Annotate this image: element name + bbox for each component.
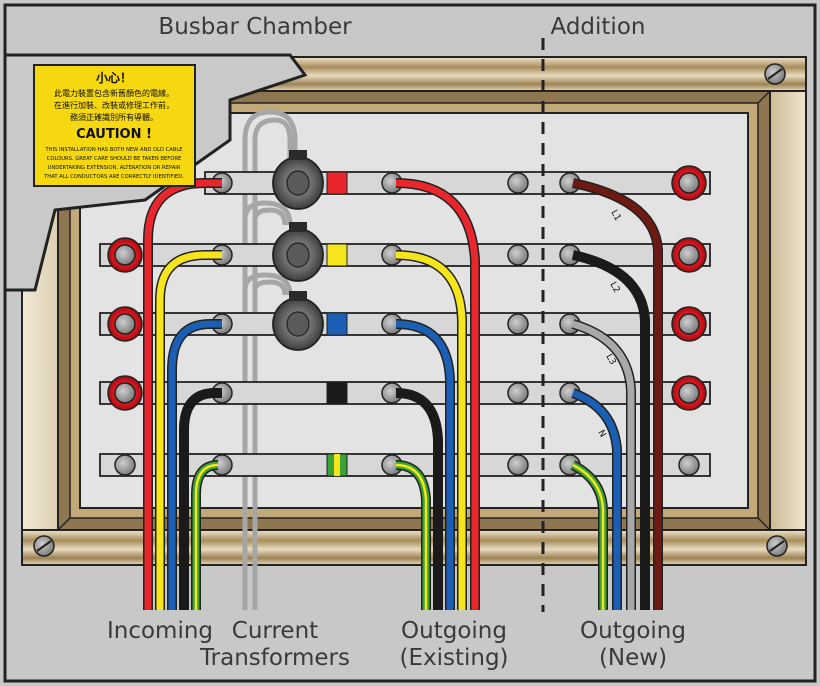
bottom-labels: Incoming Current Transformers Outgoing (… <box>107 618 686 671</box>
cable-tags: L1 L2 L3 N <box>595 209 622 440</box>
label-outgoing-existing: Outgoing <box>401 618 507 644</box>
warning-en-line4: THAT ALL CONDUCTORS ARE CORRECTLY IDENTI… <box>43 174 184 180</box>
label-incoming: Incoming <box>107 618 213 644</box>
label-outgoing-new: Outgoing <box>580 618 686 644</box>
label-transformers: Transformers <box>199 645 350 671</box>
outer-border <box>3 3 817 683</box>
warning-zh-line2: 在進行加裝、改裝或修理工作前， <box>54 100 174 110</box>
tag-n: N <box>595 429 607 440</box>
existing-outgoing-wires <box>395 178 480 610</box>
phase-markers <box>326 171 348 477</box>
warning-zh-title: 小心！ <box>96 70 132 85</box>
warning-zh-line3: 務須正確識別所有導體。 <box>70 112 158 122</box>
current-transformers <box>272 150 324 351</box>
title-busbar-chamber: Busbar Chamber <box>158 14 352 40</box>
tag-l2: L2 <box>607 281 621 295</box>
label-existing: (Existing) <box>399 645 508 671</box>
ct-wires <box>242 109 298 610</box>
label-new: (New) <box>599 645 667 671</box>
title-addition: Addition <box>551 14 646 40</box>
warning-plate: 小心！ 此電力裝置包含新舊顏色的電線。 在進行加裝、改裝或修理工作前， 務須正確… <box>33 64 196 187</box>
tag-l1: L1 <box>608 209 622 223</box>
warning-en-line3: UNDERTAKING EXTENSION, ALTERATION OR REP… <box>48 165 181 171</box>
warning-en-line1: THIS INSTALLATION HAS BOTH NEW AND OLD C… <box>44 147 182 153</box>
warning-en-title: CAUTION ! <box>76 127 152 142</box>
incoming-wires <box>143 178 222 610</box>
new-outgoing-wires <box>570 178 663 610</box>
frame-screws <box>33 63 788 557</box>
tag-l3: L3 <box>603 353 617 367</box>
warning-zh-line1: 此電力裝置包含新舊顏色的電線。 <box>54 88 174 98</box>
label-current: Current <box>232 618 318 644</box>
warning-en-line2: COLOURS. GREAT CARE SHOULD BE TAKEN BEFO… <box>47 156 181 162</box>
